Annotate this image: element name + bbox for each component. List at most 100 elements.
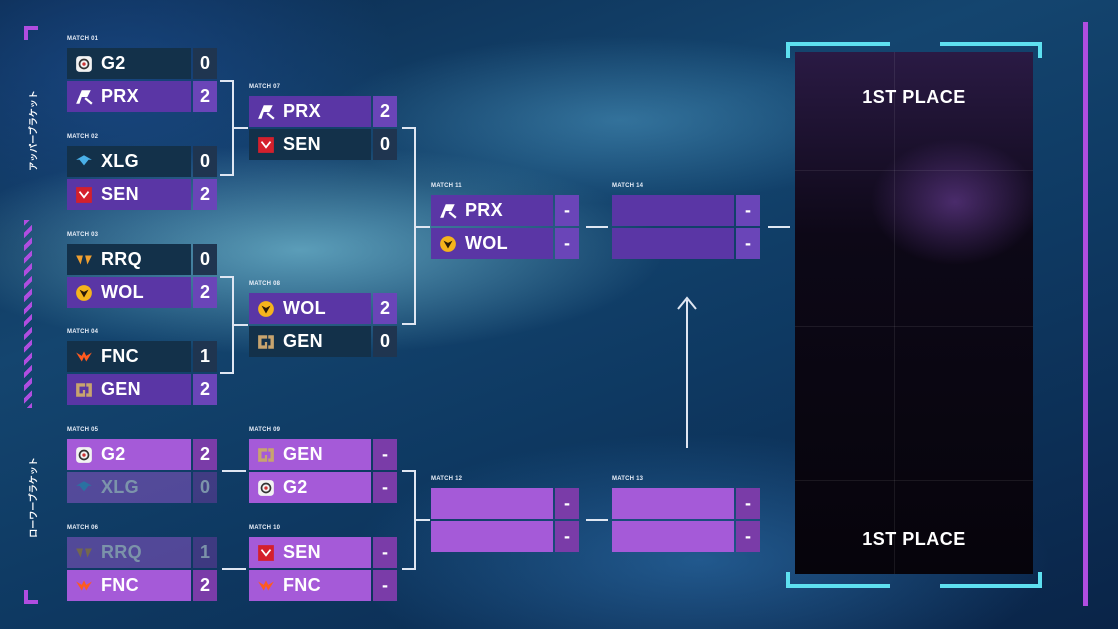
- match-slot[interactable]: -: [612, 228, 760, 259]
- team-name: RRQ: [101, 542, 142, 562]
- match-slot[interactable]: -: [612, 488, 760, 519]
- match-slot[interactable]: FNC 1: [67, 341, 217, 372]
- sen-logo-icon: [249, 135, 283, 154]
- team-cell: [431, 521, 553, 552]
- match-slot[interactable]: PRX 2: [67, 81, 217, 112]
- team-score: 2: [193, 439, 217, 470]
- match-slot[interactable]: -: [612, 521, 760, 552]
- team-cell: RRQ: [67, 537, 191, 568]
- match-slot[interactable]: GEN -: [249, 439, 397, 470]
- team-cell: GEN: [249, 326, 371, 357]
- match-label: MATCH 08: [249, 281, 281, 287]
- match-slot[interactable]: PRX-: [431, 195, 579, 226]
- team-cell: PRX: [67, 81, 191, 112]
- g2-logo-icon: [67, 54, 101, 73]
- team-name: SEN: [283, 134, 321, 154]
- team-name: G2: [283, 477, 308, 497]
- team-score: -: [555, 228, 579, 259]
- team-score: -: [373, 570, 397, 601]
- match-label: MATCH 11: [431, 183, 462, 189]
- prx-logo-icon: [431, 202, 465, 220]
- upper-bracket-label: アッパーブラケット: [28, 90, 39, 171]
- team-name: FNC: [101, 575, 139, 595]
- team-score: 2: [373, 293, 397, 324]
- right-accent-bar: [1083, 22, 1088, 606]
- match-slot[interactable]: RRQ 1: [67, 537, 217, 568]
- team-cell: RRQ: [67, 244, 191, 275]
- team-score: 1: [193, 341, 217, 372]
- team-name: GEN: [101, 379, 141, 399]
- team-score: -: [373, 537, 397, 568]
- team-cell: [431, 488, 553, 519]
- team-name: XLG: [101, 477, 139, 497]
- match-slot[interactable]: WOL -: [431, 228, 579, 259]
- match-slot[interactable]: -: [431, 521, 579, 552]
- match-slot[interactable]: RRQ 0: [67, 244, 217, 275]
- match-slot[interactable]: G2-: [249, 472, 397, 503]
- team-cell: [612, 521, 734, 552]
- g2-logo-icon: [249, 478, 283, 497]
- team-cell: SEN: [249, 537, 371, 568]
- team-cell: [612, 195, 734, 226]
- team-name: FNC: [101, 346, 139, 366]
- gen-logo-icon: [249, 446, 283, 464]
- team-name: RRQ: [101, 249, 142, 269]
- team-name: PRX: [283, 101, 321, 121]
- wol-logo-icon: [431, 235, 465, 253]
- team-cell: [612, 228, 734, 259]
- team-cell: PRX: [431, 195, 553, 226]
- team-cell: SEN: [249, 129, 371, 160]
- match-label: MATCH 06: [67, 525, 99, 531]
- team-score: 1: [193, 537, 217, 568]
- match-slot[interactable]: -: [431, 488, 579, 519]
- match-label: MATCH 01: [67, 36, 99, 42]
- arrow-up-icon: [677, 296, 697, 310]
- team-name: PRX: [465, 200, 503, 220]
- team-cell: GEN: [249, 439, 371, 470]
- team-cell: G2: [67, 439, 191, 470]
- wol-logo-icon: [249, 300, 283, 318]
- team-score: 2: [193, 81, 217, 112]
- team-name: WOL: [101, 282, 144, 302]
- match-label: MATCH 05: [67, 427, 99, 433]
- team-cell: FNC: [249, 570, 371, 601]
- team-name: WOL: [465, 233, 508, 253]
- frame-corner-top-right: [940, 42, 1042, 58]
- team-score: 2: [193, 179, 217, 210]
- team-cell: PRX: [249, 96, 371, 127]
- team-name: PRX: [101, 86, 139, 106]
- rrq-logo-icon: [67, 251, 101, 269]
- match-label: MATCH 13: [612, 476, 644, 482]
- frame-corner-bottom-right: [940, 572, 1042, 588]
- match-slot[interactable]: FNC-: [249, 570, 397, 601]
- fnc-logo-icon: [67, 577, 101, 595]
- team-cell: XLG: [67, 146, 191, 177]
- team-score: 0: [193, 244, 217, 275]
- team-name: GEN: [283, 444, 323, 464]
- sen-logo-icon: [67, 185, 101, 204]
- match-slot[interactable]: SEN-: [249, 537, 397, 568]
- first-place-label-bottom: 1ST PLACE: [862, 529, 966, 549]
- team-cell: FNC: [67, 341, 191, 372]
- hatched-divider: [24, 220, 32, 408]
- corner-accent-bottom-left: [24, 590, 38, 604]
- team-score: -: [736, 521, 760, 552]
- team-name: G2: [101, 53, 126, 73]
- xlg-logo-icon: [67, 479, 101, 497]
- team-cell: FNC: [67, 570, 191, 601]
- match-label: MATCH 03: [67, 232, 99, 238]
- team-score: -: [373, 439, 397, 470]
- match-slot[interactable]: -: [612, 195, 760, 226]
